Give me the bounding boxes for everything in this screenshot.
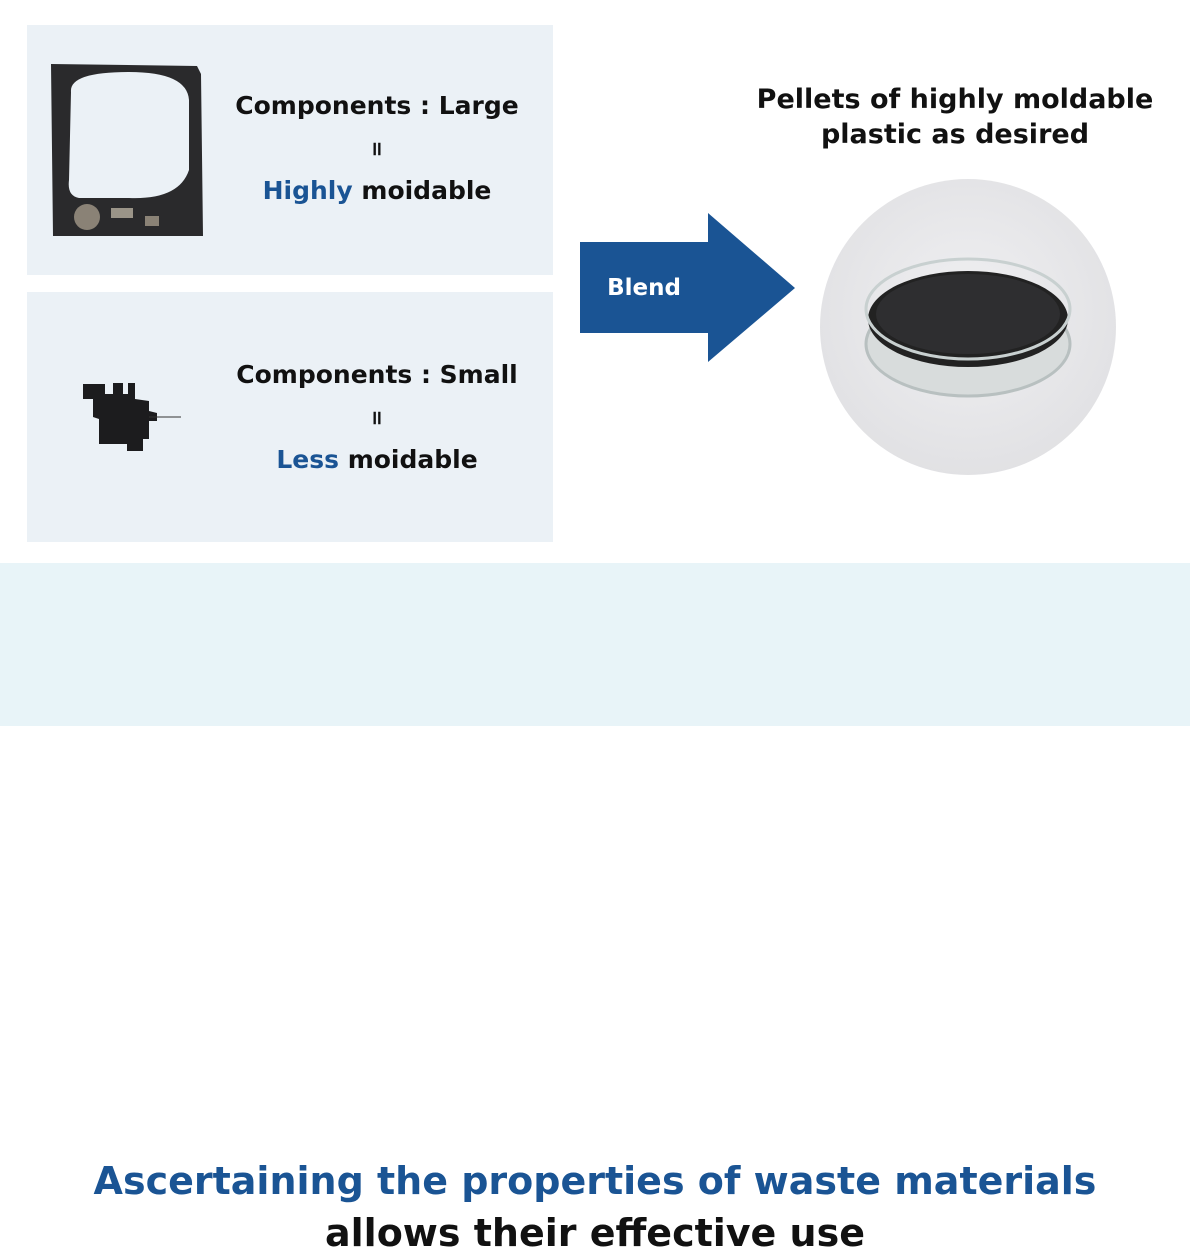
conclusion-line2: allows their effective use: [325, 1211, 865, 1255]
large-components-panel: Components : Large = Highly moidable: [27, 25, 553, 275]
less-label: Less: [276, 445, 339, 474]
pellets-title-line1: Pellets of highly moldable: [756, 84, 1154, 115]
moldable-label: moidable: [338, 445, 478, 474]
blend-label: Blend: [607, 274, 681, 301]
petri-dish-icon: [864, 257, 1072, 398]
small-component-image: [83, 383, 181, 451]
small-components-title: Components : Small: [236, 360, 518, 389]
pellets-image: [820, 179, 1116, 475]
large-components-title: Components : Large: [235, 91, 519, 120]
large-component-image: [51, 64, 203, 236]
small-components-panel: Components : Small = Less moidable: [27, 292, 553, 542]
equals-sign: =: [364, 140, 389, 158]
pellets-title: Pellets of highly moldable plastic as de…: [740, 82, 1170, 152]
equals-sign: =: [364, 409, 389, 427]
blend-arrow-icon: [580, 213, 795, 362]
conclusion-band: Ascertaining the properties of waste mat…: [0, 563, 1190, 1255]
highly-label: Highly: [262, 176, 353, 205]
moldable-label: moidable: [352, 176, 492, 205]
conclusion-line1: Ascertaining the properties of waste mat…: [93, 1159, 1097, 1203]
pellets-title-line2: plastic as desired: [820, 119, 1090, 150]
